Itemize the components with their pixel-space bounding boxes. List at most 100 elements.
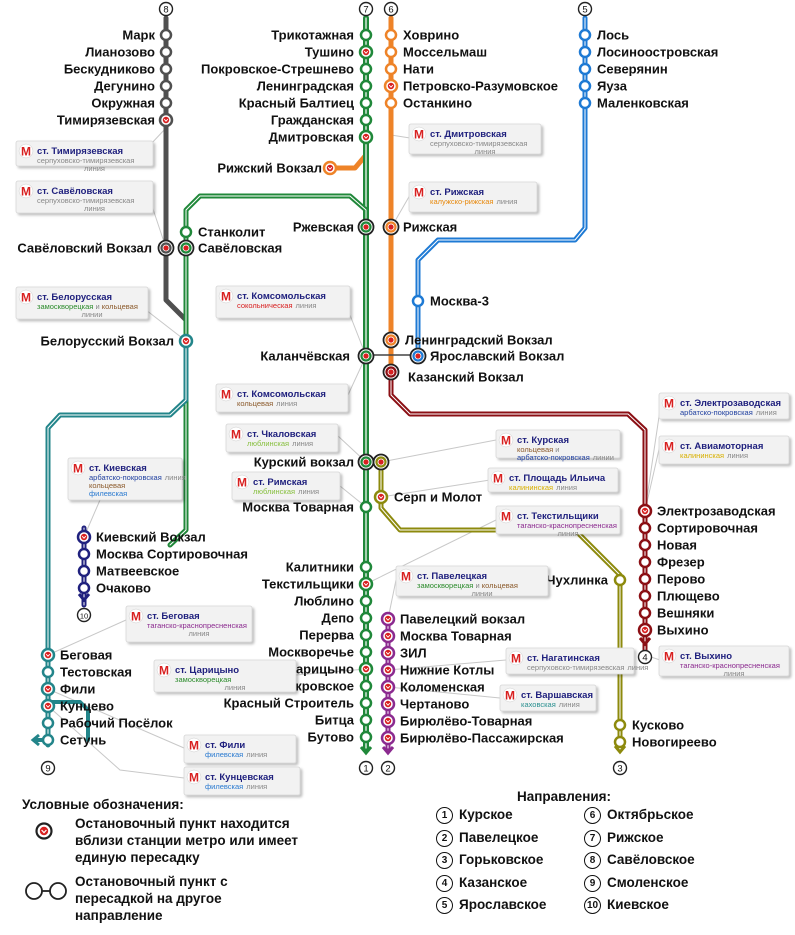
station-l1-label-4: Перерва	[299, 628, 355, 643]
svg-text:ст. Павелецкая: ст. Павелецкая	[417, 571, 487, 582]
station-l2-5-marker	[380, 696, 396, 712]
station-labels: МаркЛианозовоБескудниковоДегуниноОкружна…	[17, 28, 775, 750]
station-l1-label-5: Москворечье	[268, 645, 354, 660]
svg-text:M: M	[237, 475, 247, 489]
station-l8-label-5: Тимирязевская	[57, 113, 155, 128]
direction-number-icon: 1	[436, 807, 453, 824]
station-l1-5-marker	[359, 645, 373, 659]
station-l4-label-5: Плющево	[657, 589, 720, 604]
label-stankolit: Станколит	[198, 225, 265, 240]
arrow-line10	[77, 593, 91, 603]
label-belorussky: Белорусский Вокзал	[41, 334, 174, 349]
svg-text:ст. Комсомольская: ст. Комсомольская	[237, 291, 326, 302]
station-l7-label-0: Трикотажная	[271, 28, 354, 43]
svg-text:8: 8	[163, 5, 168, 16]
svg-text:таганско-краснопресненская: таганско-краснопресненская	[680, 661, 780, 670]
station-l4-1-marker	[638, 521, 652, 535]
svg-text:ст. Римская: ст. Римская	[253, 477, 307, 488]
label-rizhskaya: Рижская	[403, 220, 457, 235]
station-l6-label-1: Моссельмаш	[403, 45, 487, 60]
label-serp-i-molot: Серп и Молот	[394, 490, 482, 505]
direction-number-icon: 7	[584, 829, 601, 847]
svg-text:таганско-краснопресненская: таганско-краснопресненская	[517, 521, 617, 530]
svg-text:замоскворецкая и кольцевая: замоскворецкая и кольцевая	[417, 581, 518, 590]
station-l7-4-marker	[359, 96, 373, 110]
station-l7-5-marker	[359, 113, 373, 127]
svg-text:4: 4	[642, 653, 647, 664]
label-kursky: Курский вокзал	[254, 455, 354, 470]
station-l2-3-marker	[380, 662, 396, 678]
svg-text:M: M	[221, 387, 231, 401]
label-rizhsky-vokzal: Рижский Вокзал	[217, 161, 322, 176]
station-l7-label-1: Тушино	[305, 45, 354, 60]
station-l8-3-marker	[159, 79, 173, 93]
station-l1-3-marker	[359, 611, 373, 625]
arrow-line9	[30, 733, 40, 747]
metro-logo-icon: M	[218, 386, 234, 401]
station-leningradsky-marker	[382, 331, 400, 349]
station-markers	[40, 28, 653, 749]
metro-logo-icon: M	[18, 289, 34, 304]
svg-text:9: 9	[45, 764, 50, 775]
station-l7-6-marker	[358, 129, 374, 145]
station-l9-label-0: Беговая	[60, 648, 112, 663]
legend-transfer-icon	[25, 882, 67, 900]
station-l8-0-marker	[159, 28, 173, 42]
label-rzhevskaya: Ржевская	[293, 220, 354, 235]
station-l7-label-2: Покровское-Стрешнево	[201, 62, 354, 77]
direction-arrows	[30, 593, 652, 756]
station-l2-label-0: Павелецкий вокзал	[400, 612, 525, 627]
direction-number-icon: 3	[436, 852, 453, 869]
direction-number-icon: 6	[584, 807, 601, 824]
line-7-rizhsky-spur	[327, 152, 369, 171]
direction-name: Павелецкое	[459, 829, 539, 845]
station-l4-3-marker	[638, 555, 652, 569]
station-l10-3-marker	[77, 581, 91, 595]
station-l8-label-4: Окружная	[91, 96, 155, 111]
direction-name: Курское	[459, 807, 513, 822]
station-l7-2-marker	[359, 62, 373, 76]
station-yaroslavsky-marker	[409, 347, 427, 365]
arrow-line2	[381, 746, 395, 756]
svg-text:линия: линия	[225, 683, 246, 692]
station-l8-label-0: Марк	[122, 28, 155, 43]
station-l1-label-6: Царицыно	[286, 662, 354, 677]
direction-badge-d1: 1	[358, 760, 374, 776]
station-l1-1-marker	[358, 576, 374, 592]
station-l8-label-1: Лианозово	[85, 45, 155, 60]
direction-name: Горьковское	[459, 852, 544, 867]
station-l4-label-2: Новая	[657, 538, 697, 553]
direction-number-icon: 10	[584, 897, 601, 914]
station-l5-label-2: Северянин	[597, 62, 668, 77]
station-l5-label-4: Маленковская	[597, 96, 689, 111]
station-l1-7-marker	[359, 679, 373, 693]
metro-logo-icon: M	[661, 648, 677, 663]
direction-name: Ярославское	[459, 897, 547, 912]
station-l6-3-marker	[383, 78, 399, 94]
station-l8-4-marker	[159, 96, 173, 110]
station-l9-1-marker	[41, 665, 55, 679]
direction-number-icon: 2	[436, 829, 453, 847]
svg-text:M: M	[493, 471, 503, 485]
label-moskva-tovarnaya-1: Москва Товарная	[242, 500, 354, 515]
svg-text:M: M	[664, 396, 674, 410]
station-l3-1-marker	[613, 735, 627, 749]
station-l7-label-3: Ленинградская	[257, 79, 354, 94]
station-l10-label-3: Очаково	[96, 581, 151, 596]
svg-text:таганско-краснопресненская: таганско-краснопресненская	[147, 621, 247, 630]
